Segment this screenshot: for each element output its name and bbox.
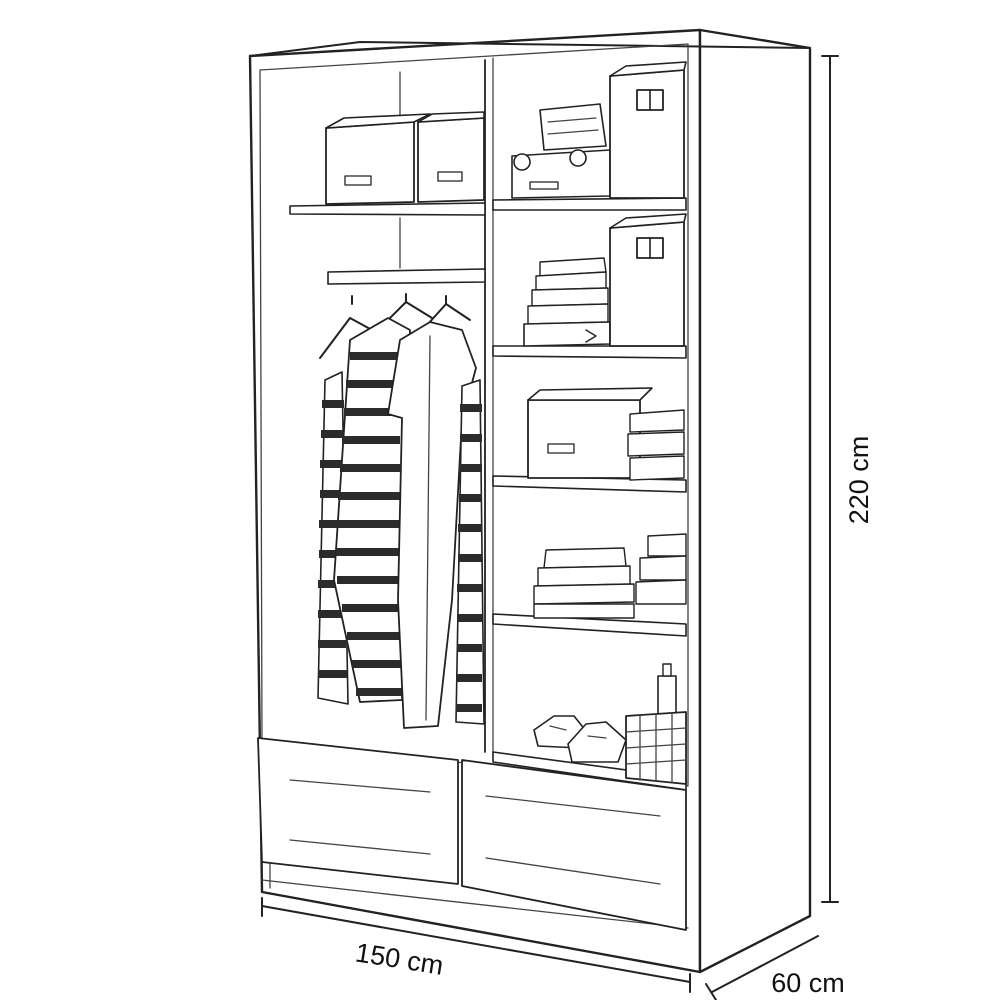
drawer-left: [257, 737, 459, 885]
height-label: 220 cm: [844, 436, 874, 525]
width-dimension: [261, 897, 691, 993]
width-label: 150 cm: [353, 937, 445, 980]
drawer-right: [461, 759, 687, 931]
folded-clothes-shelf-2: [523, 257, 611, 347]
height-dimension: [821, 55, 839, 903]
hanging-clothes: [317, 293, 485, 729]
storage-box-left-1: [325, 113, 431, 205]
storage-box-right-2: [609, 213, 687, 347]
center-divider: [484, 57, 494, 756]
shoes: [533, 715, 627, 763]
folded-towels-shelf-3: [627, 409, 685, 481]
storage-box-right-1: [609, 61, 687, 199]
folded-items-shelf-1: [511, 103, 611, 199]
storage-box-left-2: [417, 111, 485, 203]
wicker-basket: [625, 711, 687, 785]
depth-label: 60 cm: [771, 968, 845, 998]
storage-box-right-3: [527, 387, 653, 479]
folded-clothes-shelf-4: [533, 533, 687, 619]
bottle: [657, 663, 677, 715]
depth-dimension: [705, 935, 819, 1000]
